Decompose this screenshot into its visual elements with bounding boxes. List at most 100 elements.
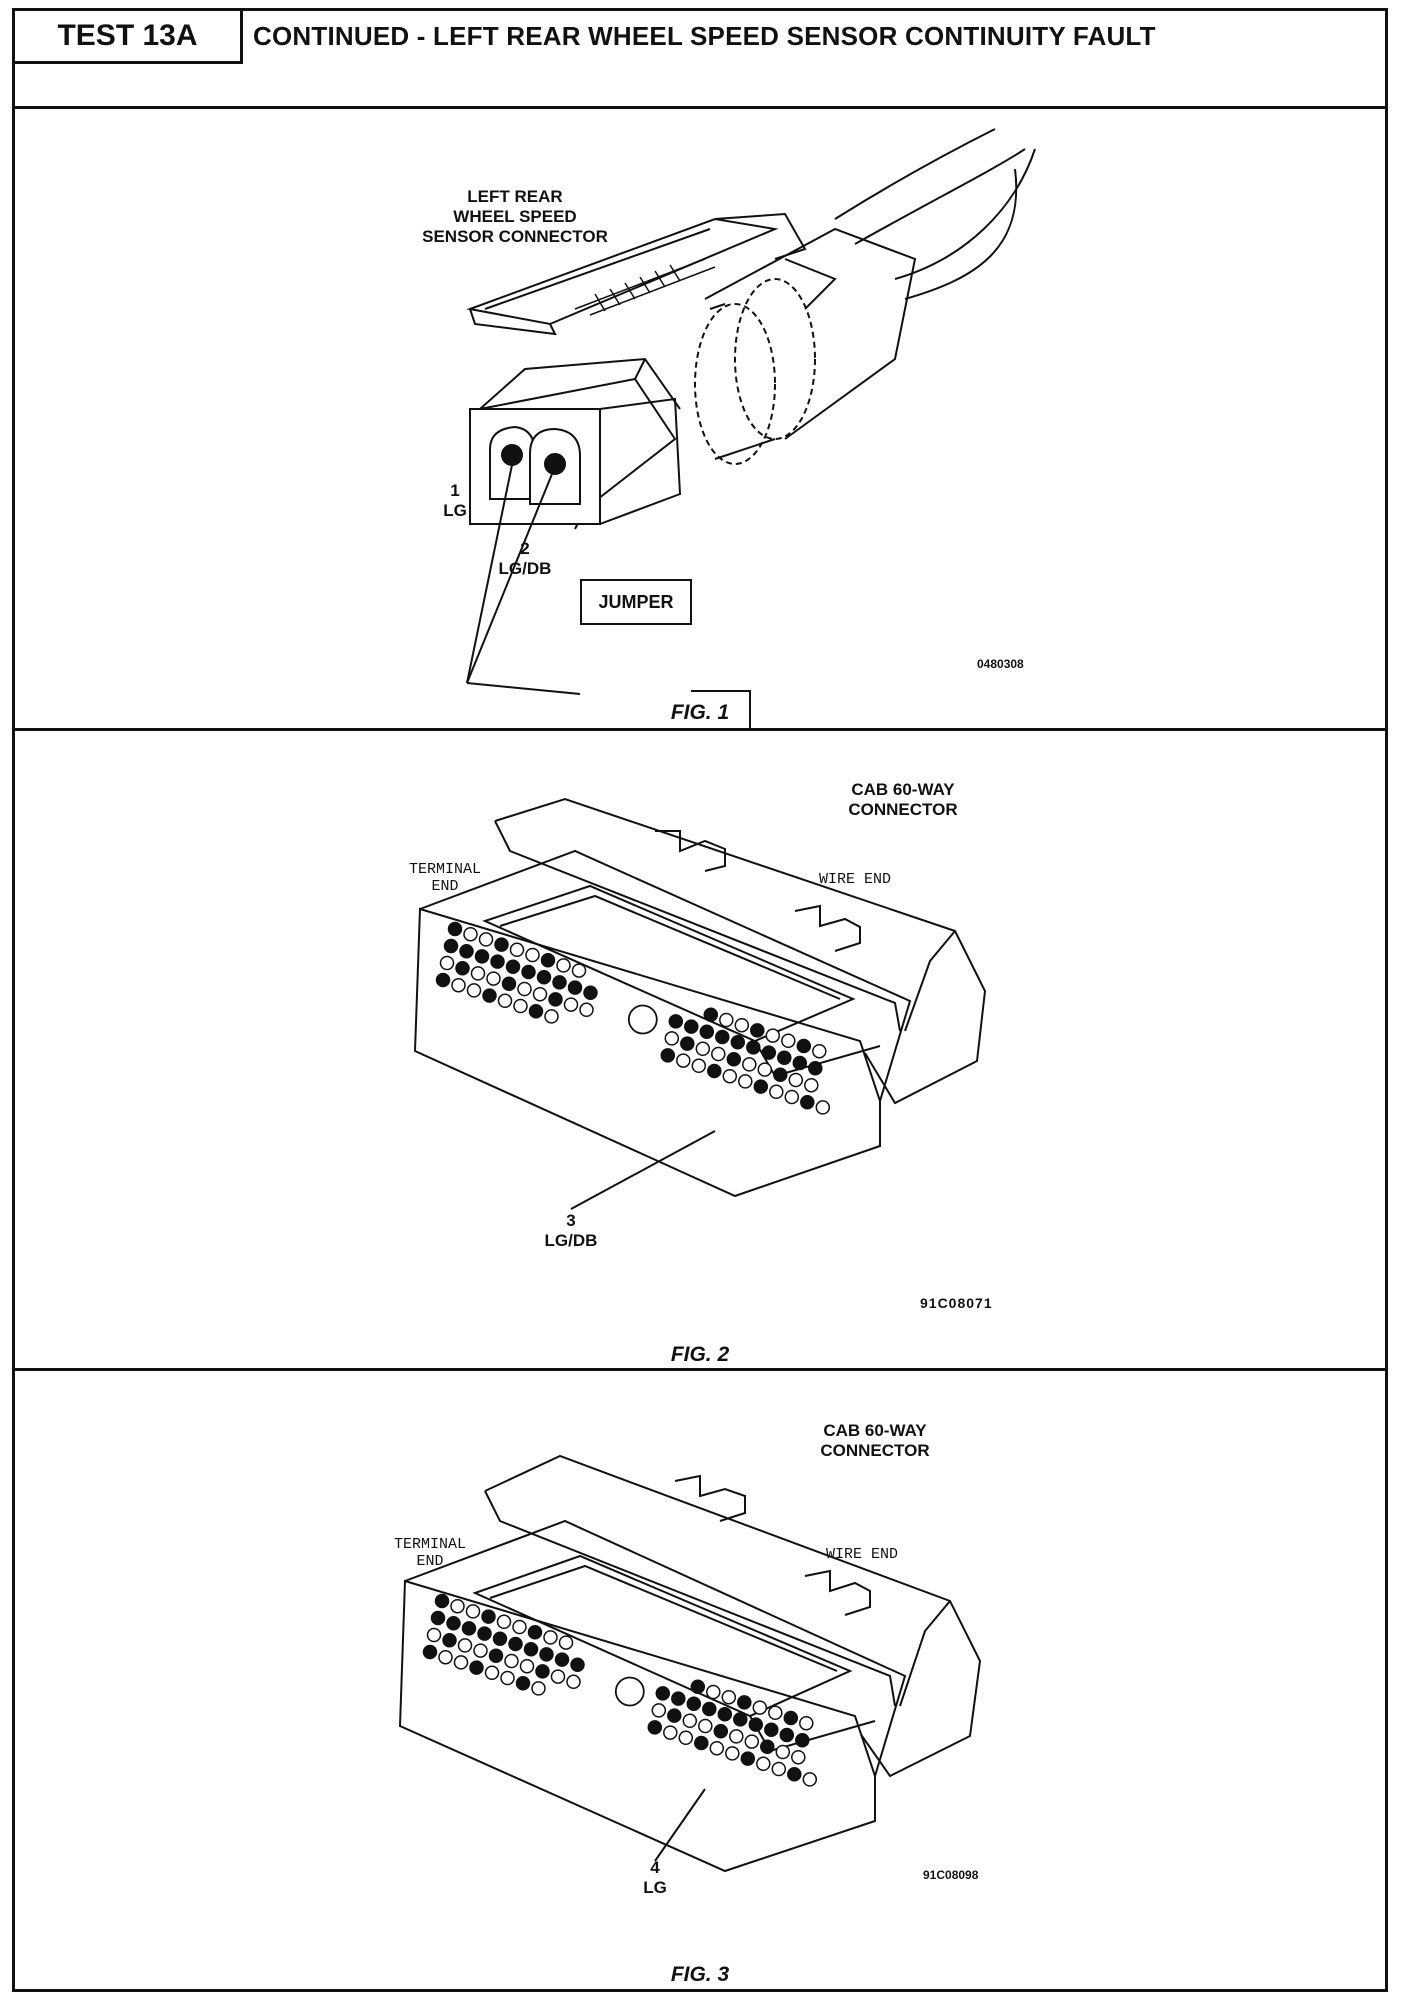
figure-2-panel: CAB 60-WAY CONNECTOR TERMINAL END WIRE E…	[15, 731, 1385, 1371]
terminal-pin	[509, 942, 525, 958]
terminal-pin	[753, 1079, 769, 1094]
pin-2-callout: 2 LG/DB	[498, 539, 552, 578]
pin-1-callout: 1 LG	[443, 481, 467, 520]
terminal-pin	[465, 1604, 481, 1619]
terminal-pin	[742, 1057, 757, 1072]
terminal-pin	[466, 983, 482, 998]
terminal-pin	[706, 1684, 721, 1700]
terminal-pin	[647, 1720, 663, 1735]
terminal-pin	[694, 1735, 709, 1751]
terminal-pin	[463, 926, 478, 942]
terminal-pin	[676, 1053, 691, 1068]
terminal-pin	[439, 955, 455, 971]
terminal-pin	[513, 998, 528, 1014]
terminal-pin	[446, 1615, 461, 1631]
terminal-pin	[451, 977, 466, 993]
terminal-pin	[750, 1023, 765, 1038]
terminal-pin	[453, 1655, 469, 1670]
figure-3-caption: FIG. 3	[670, 1963, 730, 1986]
terminal-pin	[769, 1084, 784, 1100]
pin-3-leader-line	[570, 1130, 716, 1210]
terminal-pin	[583, 985, 598, 1001]
terminal-pin	[781, 1033, 796, 1049]
terminal-pin	[699, 1024, 715, 1040]
terminal-pin	[563, 997, 579, 1012]
test-id: TEST 13A	[15, 11, 243, 64]
terminal-pin	[435, 972, 451, 988]
figure-1-caption: FIG. 1	[670, 701, 730, 724]
terminal-pin	[791, 1749, 806, 1765]
terminal-pin	[695, 1041, 711, 1057]
terminal-pin	[422, 1644, 438, 1660]
terminal-pin	[540, 952, 556, 968]
terminal-pin	[515, 1675, 531, 1691]
terminal-pin	[519, 1658, 535, 1674]
keying-hole	[627, 1004, 658, 1035]
terminal-pin	[668, 1014, 684, 1029]
terminal-pin	[812, 1043, 827, 1059]
terminal-pin	[473, 1643, 488, 1658]
cab-60-way-connector-drawing	[413, 797, 987, 1210]
terminal-pin	[501, 976, 517, 992]
terminal-pin	[548, 992, 563, 1007]
terminal-pin	[757, 1062, 773, 1077]
terminal-pin	[496, 1614, 512, 1630]
terminal-pin	[443, 938, 459, 954]
terminal-pin	[711, 1046, 726, 1062]
terminal-pin	[787, 1766, 802, 1782]
terminal-pin	[777, 1050, 792, 1066]
connector-callout: CAB 60-WAY CONNECTOR	[820, 1421, 930, 1460]
terminal-pin	[554, 1652, 570, 1667]
terminal-pin	[651, 1703, 667, 1718]
terminal-pin	[567, 980, 583, 995]
terminal-pin	[684, 1019, 699, 1034]
terminal-pin	[725, 1746, 740, 1761]
terminal-pin	[492, 1631, 508, 1647]
terminal-pin	[703, 1007, 719, 1023]
terminal-pin	[486, 971, 501, 986]
figure-1-panel: LEFT REAR WHEEL SPEED SENSOR CONNECTOR 1…	[15, 109, 1385, 731]
terminal-pin	[552, 975, 567, 990]
terminal-pin	[508, 1636, 523, 1652]
terminal-pin	[426, 1627, 442, 1643]
terminal-pin	[698, 1718, 713, 1734]
terminal-pin	[779, 1727, 795, 1743]
terminal-pin	[571, 963, 587, 978]
terminal-pin	[771, 1761, 787, 1777]
wire-end-callout: WIRE END	[818, 871, 891, 888]
terminal-pin	[796, 1038, 812, 1054]
terminal-pin	[740, 1751, 756, 1766]
terminal-pin	[715, 1029, 730, 1045]
terminal-pin	[655, 1686, 671, 1701]
terminal-pin	[667, 1708, 682, 1723]
terminal-pin	[469, 1660, 484, 1675]
terminal-pin	[702, 1701, 717, 1717]
connector-callout: CAB 60-WAY CONNECTOR	[848, 780, 958, 819]
terminal-pin	[488, 1648, 504, 1664]
terminal-end-callout: TERMINAL END	[408, 861, 481, 895]
terminal-pin	[494, 937, 509, 952]
terminal-pin	[686, 1696, 702, 1712]
terminal-pin	[707, 1063, 722, 1079]
terminal-pin	[775, 1744, 791, 1760]
page-title: CONTINUED - LEFT REAR WHEEL SPEED SENSOR…	[253, 21, 1156, 51]
terminal-pin	[450, 1598, 465, 1614]
terminal-pin	[671, 1691, 686, 1706]
terminal-pin	[570, 1657, 585, 1673]
pin-4-leader-line	[654, 1788, 706, 1862]
terminal-pin	[764, 1722, 779, 1738]
terminal-pin	[737, 1695, 752, 1710]
procedure-sheet: TEST 13A CONTINUED - LEFT REAR WHEEL SPE…	[12, 8, 1388, 1992]
terminal-pin	[457, 1638, 473, 1653]
terminal-pin	[500, 1670, 515, 1686]
terminal-pin	[504, 1653, 519, 1669]
jumper-box: JUMPER	[580, 579, 692, 625]
terminal-pin	[531, 1681, 546, 1696]
terminal-pin	[730, 1034, 746, 1050]
wheel-speed-sensor-connector-drawing	[466, 128, 1036, 729]
terminal-pin	[550, 1669, 566, 1684]
terminal-pin	[678, 1730, 694, 1746]
terminal-pin	[459, 943, 474, 959]
terminal-pin	[536, 969, 552, 985]
terminal-pin	[430, 1610, 446, 1626]
